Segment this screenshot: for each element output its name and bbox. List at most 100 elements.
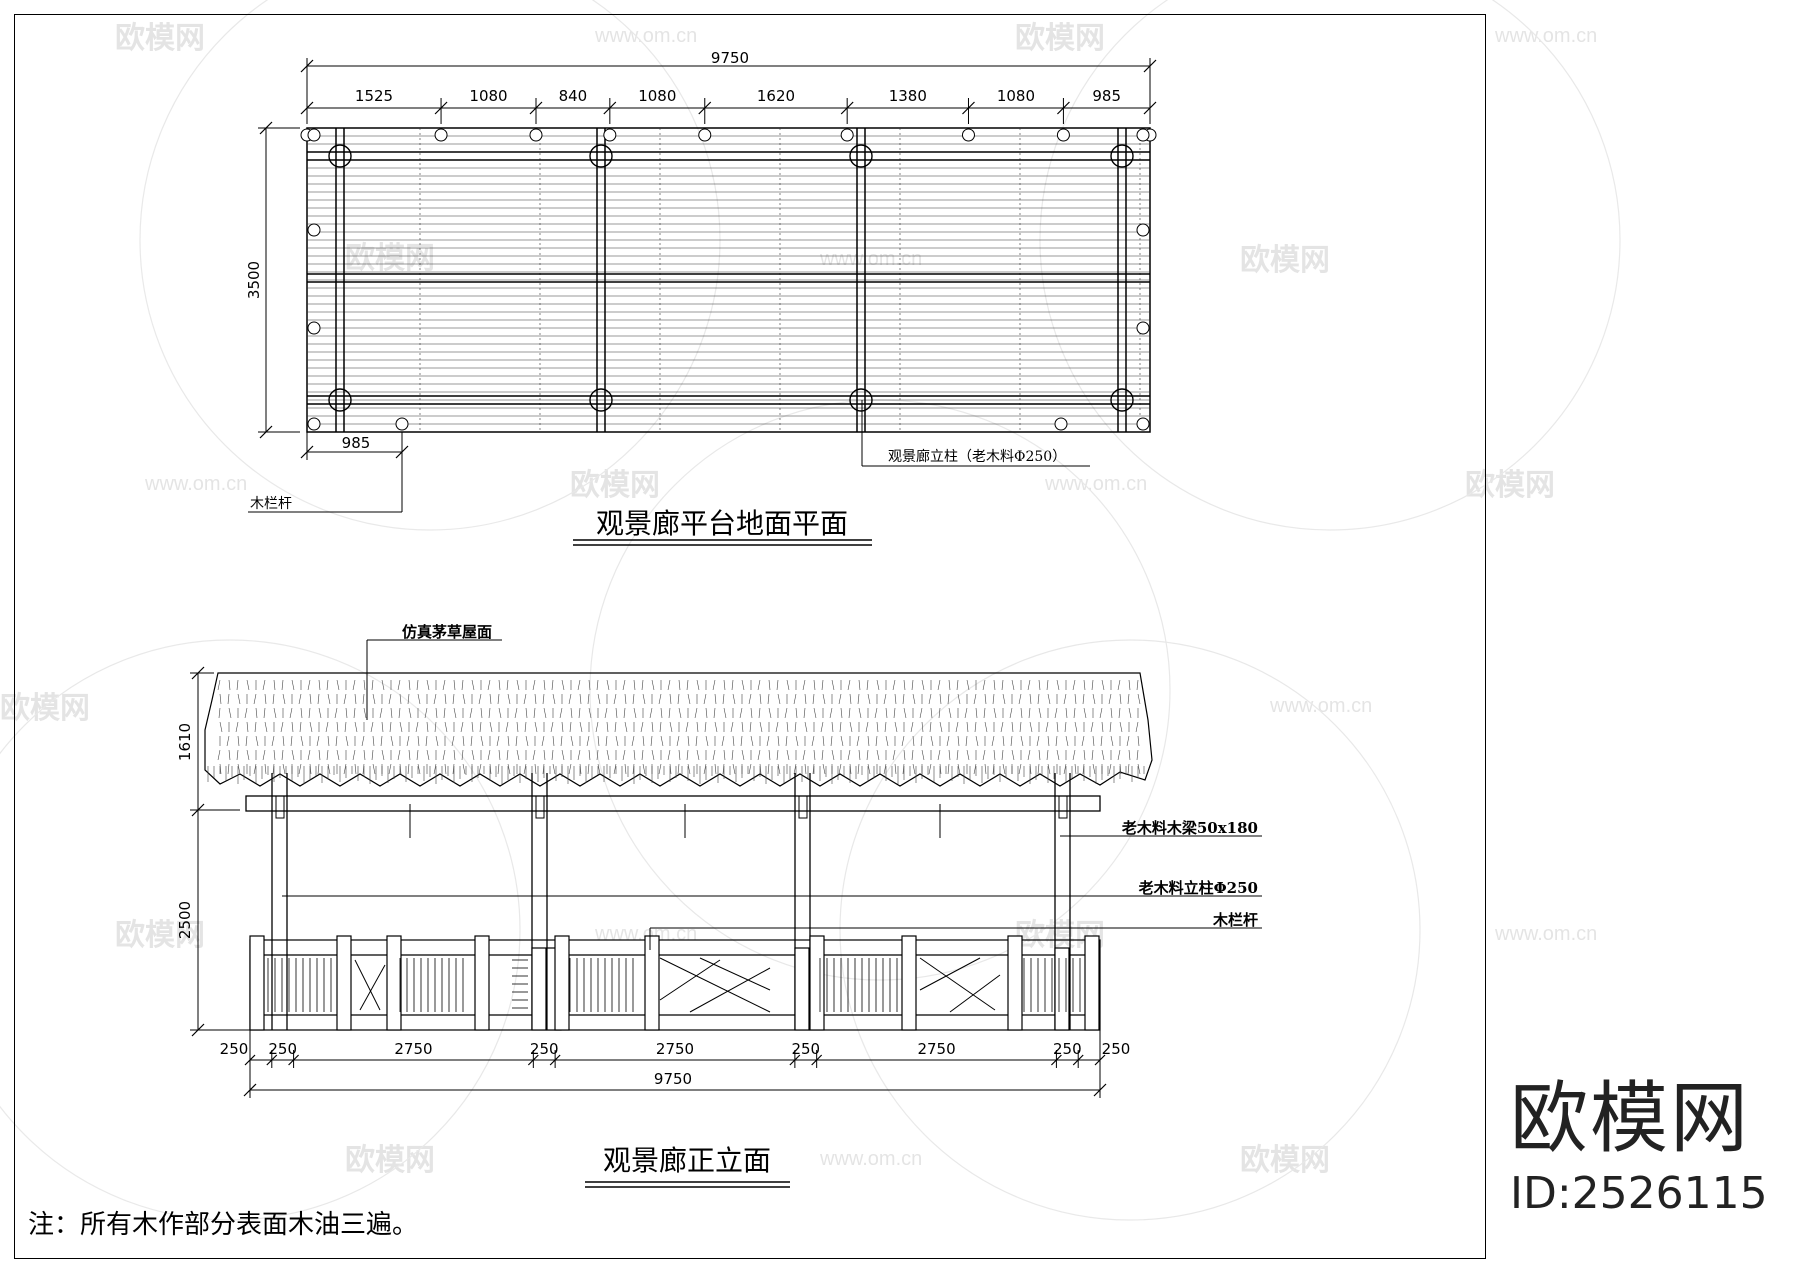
watermark-url: www.om.cn bbox=[594, 25, 697, 47]
thatch-stroke bbox=[1037, 693, 1040, 705]
thatch-stroke bbox=[597, 693, 601, 705]
elevation-body-height: 2500 bbox=[176, 901, 194, 939]
thatch-stroke bbox=[703, 763, 707, 775]
thatch-stroke bbox=[433, 693, 437, 705]
plan-decking-boards bbox=[307, 128, 1150, 432]
thatch-stroke bbox=[487, 749, 491, 761]
thatch-stroke bbox=[363, 707, 367, 719]
thatch-stroke bbox=[533, 707, 536, 719]
thatch-stroke bbox=[370, 721, 374, 733]
thatch-stroke bbox=[307, 749, 311, 761]
thatch-stroke bbox=[984, 763, 987, 775]
railing-post bbox=[644, 935, 660, 1031]
thatch-stroke bbox=[812, 693, 815, 705]
thatch-stroke bbox=[1092, 763, 1096, 775]
thatch-stroke bbox=[426, 679, 430, 691]
thatch-stroke bbox=[318, 749, 321, 761]
thatch-stroke bbox=[444, 693, 447, 705]
thatch-stroke bbox=[802, 749, 806, 761]
thatch-stroke bbox=[1020, 735, 1024, 747]
plan-segment-label: 1080 bbox=[638, 87, 676, 105]
thatch-stroke bbox=[237, 693, 241, 705]
thatch-stroke bbox=[759, 721, 763, 733]
thatch-stroke bbox=[262, 679, 266, 691]
elevation-dim-label: 2750 bbox=[394, 1040, 432, 1058]
thatch-stroke bbox=[685, 721, 689, 733]
thatch-stroke bbox=[812, 763, 815, 775]
thatch-stroke bbox=[282, 693, 286, 705]
thatch-stroke bbox=[228, 679, 231, 691]
thatch-stroke bbox=[452, 763, 455, 775]
thatch-stroke bbox=[219, 693, 222, 705]
elevation-roof-height: 1610 bbox=[176, 723, 194, 761]
thatch-stroke bbox=[713, 707, 716, 719]
thatch-stroke bbox=[901, 735, 905, 747]
thatch-stroke bbox=[605, 735, 608, 747]
thatch-stroke bbox=[1099, 707, 1103, 719]
thatch-stroke bbox=[327, 763, 331, 775]
thatch-stroke bbox=[921, 679, 925, 691]
thatch-stroke bbox=[928, 763, 932, 775]
thatch-stroke bbox=[543, 679, 546, 691]
thatch-stroke bbox=[641, 679, 644, 691]
thatch-stroke bbox=[902, 763, 905, 775]
thatch-stroke bbox=[255, 735, 259, 747]
thatch-stroke bbox=[1117, 679, 1121, 691]
thatch-stroke bbox=[686, 749, 689, 761]
thatch-stroke bbox=[948, 707, 952, 719]
thatch-stroke bbox=[750, 735, 754, 747]
thatch-stroke bbox=[1011, 749, 1015, 761]
thatch-stroke bbox=[417, 693, 421, 705]
watermark-brand: 欧模网 bbox=[115, 22, 205, 55]
railing-post-dot bbox=[1136, 321, 1150, 335]
main-column-circle bbox=[328, 388, 352, 412]
thatch-stroke bbox=[489, 763, 492, 775]
thatch-stroke bbox=[289, 707, 293, 719]
thatch-stroke bbox=[1074, 693, 1077, 705]
thatch-stroke bbox=[668, 707, 671, 719]
thatch-stroke bbox=[550, 721, 554, 733]
thatch-stroke bbox=[362, 693, 365, 705]
thatch-stroke bbox=[345, 735, 349, 747]
railing-post bbox=[336, 935, 352, 1031]
thatch-stroke bbox=[561, 721, 564, 733]
thatch-stroke bbox=[1083, 707, 1087, 719]
thatch-stroke bbox=[442, 749, 446, 761]
thatch-stroke bbox=[228, 707, 232, 719]
thatch-stroke bbox=[496, 735, 500, 747]
thatch-stroke bbox=[650, 735, 653, 747]
thatch-stroke bbox=[883, 763, 887, 775]
thatch-stroke bbox=[1036, 735, 1040, 747]
thatch-stroke bbox=[291, 749, 295, 761]
thatch-stroke bbox=[939, 721, 943, 733]
thatch-stroke bbox=[714, 693, 717, 705]
thatch-stroke bbox=[326, 679, 329, 691]
thatch-stroke bbox=[739, 707, 743, 719]
thatch-stroke bbox=[354, 763, 357, 775]
thatch-stroke bbox=[1101, 749, 1105, 761]
thatch-stroke bbox=[624, 693, 627, 705]
thatch-stroke bbox=[757, 749, 761, 761]
thatch-stroke bbox=[712, 679, 716, 691]
thatch-stroke bbox=[613, 763, 617, 775]
railing-post bbox=[1054, 947, 1070, 1031]
thatch-stroke bbox=[748, 763, 752, 775]
thatch-stroke bbox=[813, 679, 816, 691]
thatch-stroke bbox=[920, 735, 923, 747]
thatch-stroke bbox=[822, 763, 826, 775]
thatch-stroke bbox=[218, 707, 221, 719]
thatch-stroke bbox=[219, 721, 223, 733]
thatch-stroke bbox=[506, 749, 509, 761]
watermark-url: www.om.cn bbox=[1494, 923, 1597, 945]
dimension-tick bbox=[266, 1054, 278, 1066]
thatch-stroke bbox=[866, 679, 869, 691]
thatch-stroke bbox=[380, 735, 383, 747]
thatch-stroke bbox=[677, 693, 680, 705]
plan-column-label: 观景廊立柱（老木料Φ250） bbox=[888, 448, 1066, 465]
thatch-stroke bbox=[993, 749, 996, 761]
dimension-tick bbox=[1050, 1054, 1062, 1066]
plan-segment-label: 1620 bbox=[757, 87, 795, 105]
thatch-stroke bbox=[1063, 693, 1067, 705]
thatch-stroke bbox=[885, 735, 889, 747]
thatch-stroke bbox=[1045, 721, 1049, 733]
